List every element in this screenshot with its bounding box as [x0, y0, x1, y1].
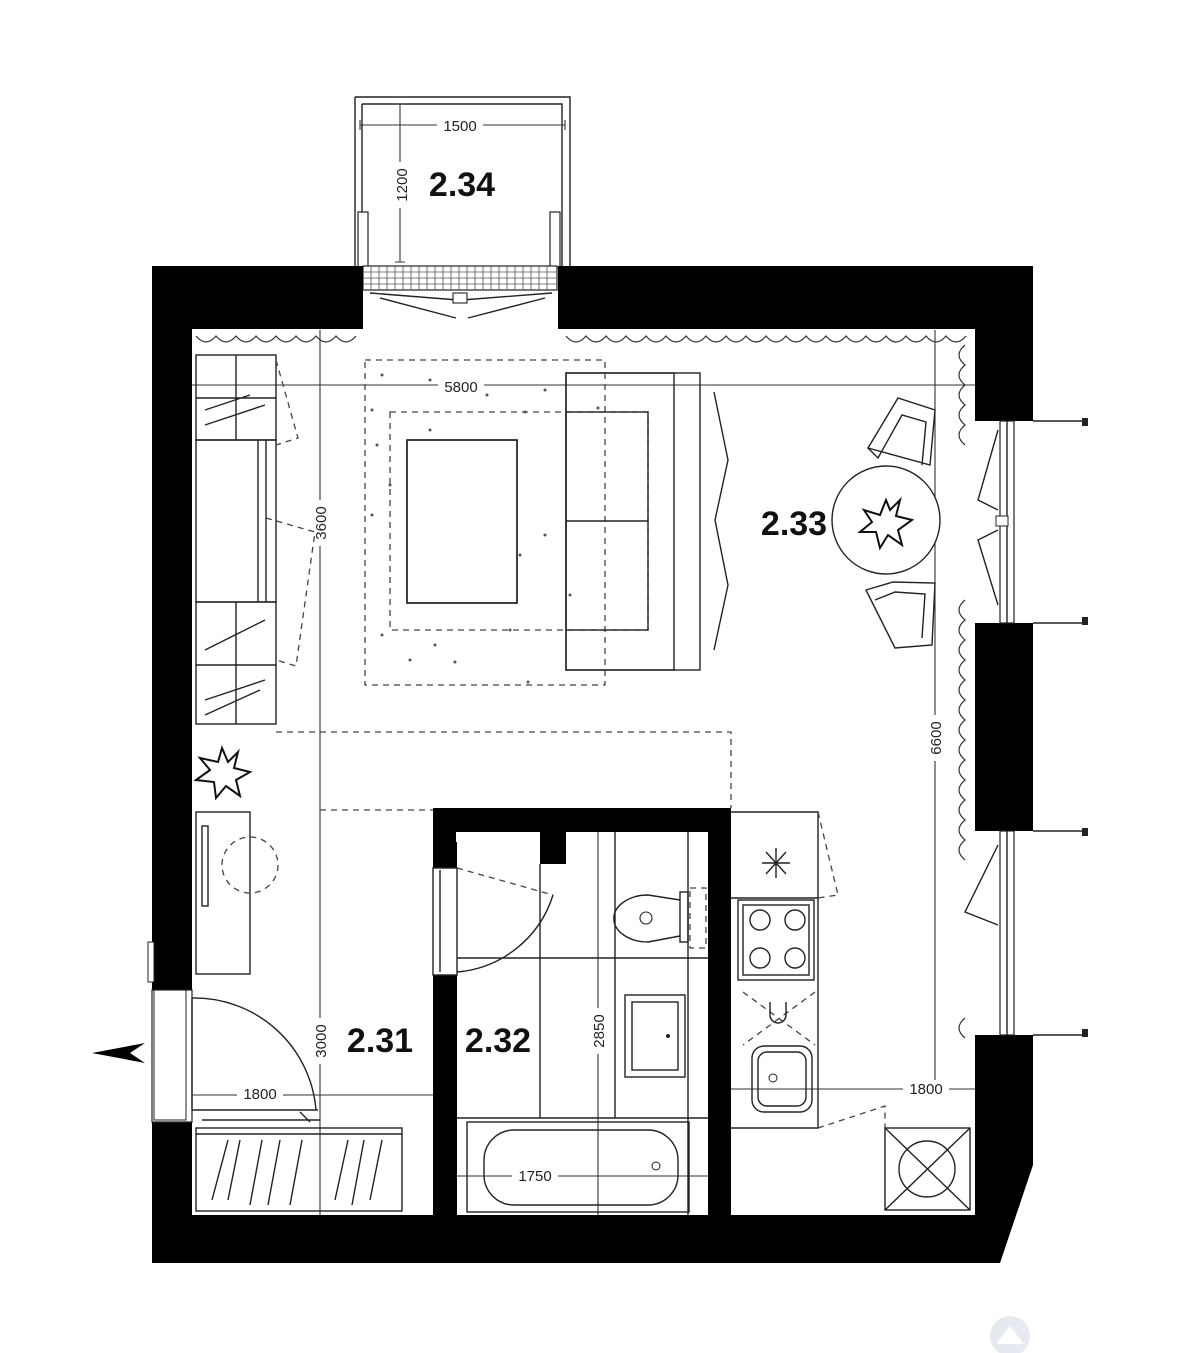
kitchen-sink: [751, 1045, 813, 1113]
coffee-table: [406, 439, 518, 604]
bath-width-dim: 1750: [518, 1168, 551, 1185]
console-desk: [195, 811, 279, 975]
bathtub: [466, 1121, 690, 1213]
entrance-arrow-icon: [92, 1043, 145, 1063]
wardrobe-left: [195, 354, 316, 725]
sofa: [565, 372, 701, 671]
living-depth-dim: 3600: [313, 506, 330, 539]
toilet: [613, 887, 707, 949]
right-length-dim: 6600: [928, 721, 945, 754]
zone-boundary: [276, 731, 732, 808]
plant-icon: [193, 745, 253, 801]
window-upper: [977, 418, 1088, 625]
balcony: [354, 96, 571, 319]
balcony-dimensions: 1500 1200: [359, 103, 566, 263]
balcony-depth-dim: 1200: [394, 168, 411, 201]
window-lower: [964, 828, 1088, 1037]
interior-dimensions: 5800 3600 3000 6600 1800 2850 1750 1800: [192, 330, 975, 1215]
outer-walls: [152, 266, 1033, 1263]
stove: [737, 899, 815, 981]
shoe-cabinet: [195, 1111, 403, 1212]
entrance-door[interactable]: [147, 941, 318, 1123]
hall-depth-dim: 3000: [313, 1024, 330, 1057]
balcony-width-dim: 1500: [443, 118, 476, 135]
ventilation-icon: [762, 848, 790, 878]
room-label-living: 2.33: [761, 505, 827, 543]
dining-set: [831, 397, 941, 649]
room-label-bath: 2.32: [465, 1022, 531, 1060]
kitchen: [731, 811, 971, 1211]
bath-depth-dim: 2850: [591, 1014, 608, 1047]
kitchen-width-dim: 1800: [909, 1081, 942, 1098]
room-divider: [713, 391, 729, 651]
living-width-dim: 5800: [444, 379, 477, 396]
washbasin: [624, 994, 686, 1078]
plant-icon-table: [857, 496, 915, 551]
curtains: [195, 335, 967, 1039]
logo-watermark-icon: [990, 1316, 1030, 1353]
room-label-balcony: 2.34: [429, 166, 495, 204]
hall-width-dim: 1800: [243, 1086, 276, 1103]
room-label-hall: 2.31: [347, 1022, 413, 1060]
bathroom: [432, 832, 708, 1215]
boiler: [884, 1127, 971, 1211]
